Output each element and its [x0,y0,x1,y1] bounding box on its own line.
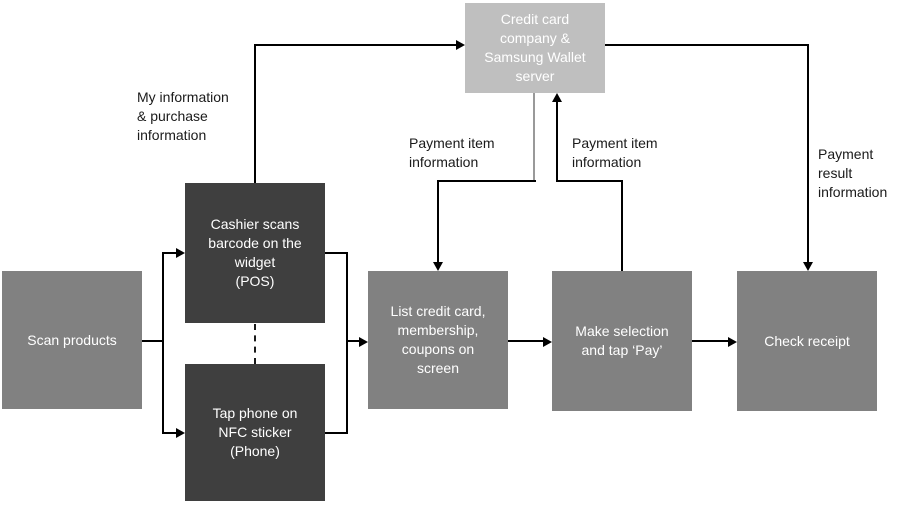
connector-server-down-gray [533,93,535,181]
connector-make-server-horizontal [556,180,623,182]
connector-server-check-vertical [807,44,809,263]
list-payment-items-label: List credit card, membership, coupons on… [390,303,486,376]
arrowhead-into-check-top-icon [803,262,813,271]
connector-pos-out [325,252,347,254]
connector-server-list-vertical [437,180,439,263]
connector-server-right-horizontal [605,44,809,46]
tap-phone-nfc-label: Tap phone on NFC sticker (Phone) [212,405,298,459]
arrowhead-into-list-icon [359,337,368,347]
dashed-connector-pos-phone [254,324,256,364]
arrowhead-into-list-top-icon [433,262,443,271]
cashier-pos-label: Cashier scans barcode on the widget (POS… [208,216,302,289]
connector-phone-out [325,432,347,434]
make-selection-box: Make selection and tap ‘Pay’ [552,271,692,411]
check-receipt-box: Check receipt [737,271,877,411]
wallet-server-box: Credit card company & Samsung Wallet ser… [465,3,605,93]
list-payment-items-box: List credit card, membership, coupons on… [368,271,508,409]
connector-make-up-vertical [621,180,623,271]
arrowhead-into-server-icon [456,40,465,50]
payment-item-right-edge-label: Payment item information [572,135,658,170]
connector-into-list [347,340,360,342]
connector-merge-vertical [346,252,348,434]
connector-into-phone [163,432,177,434]
connector-make-server-vertical [556,101,558,181]
arrowhead-into-make-icon [543,337,552,347]
check-receipt-label: Check receipt [764,332,850,349]
my-information-edge-label: My information & purchase information [137,89,229,143]
cashier-pos-box: Cashier scans barcode on the widget (POS… [185,183,325,323]
payment-result-edge-label: Payment result information [818,146,888,200]
scan-products-box: Scan products [2,271,142,409]
connector-split-vertical [162,252,164,434]
tap-phone-nfc-box: Tap phone on NFC sticker (Phone) [185,364,325,501]
scan-products-label: Scan products [27,331,117,348]
payment-item-left-edge-label: Payment item information [409,135,495,170]
make-selection-label: Make selection and tap ‘Pay’ [575,323,669,358]
connector-into-pos [163,252,177,254]
wallet-server-label: Credit card company & Samsung Wallet ser… [484,11,586,84]
arrowhead-into-server-bottom-icon [552,93,562,102]
connector-server-list-horizontal [437,180,536,182]
connector-scan-out [142,340,163,342]
arrowhead-into-check-icon [728,337,737,347]
connector-list-make [508,340,544,342]
arrowhead-into-phone-icon [176,428,185,438]
connector-pos-server-horizontal [254,44,457,46]
connector-pos-up-vertical [254,44,256,183]
arrowhead-into-pos-icon [176,248,185,258]
connector-make-check [692,340,729,342]
